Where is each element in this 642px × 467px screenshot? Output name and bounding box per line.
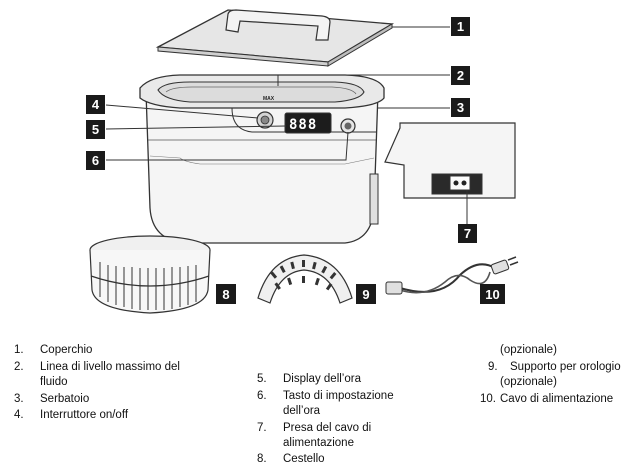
max-level-label: MAX (263, 96, 275, 102)
callout-1: 1 (451, 17, 470, 36)
leader-lines (105, 26, 468, 224)
svg-text:4: 4 (92, 97, 100, 112)
callout-2: 2 (451, 66, 470, 85)
svg-text:8: 8 (222, 287, 229, 302)
legend-number: 8. (257, 453, 267, 465)
legend-text: Tasto di impostazione (283, 390, 394, 402)
tank-illustration: MAX 888 (139, 74, 385, 244)
legend-text: Display dell’ora (283, 373, 361, 385)
leader-line-6 (106, 131, 349, 161)
svg-text:1: 1 (457, 19, 464, 34)
callout-6: 6 (86, 151, 105, 170)
legend-text-cont: dell’ora (283, 405, 321, 417)
lid-illustration (155, 9, 395, 67)
legend-number: 1. (14, 344, 24, 356)
legend-number: 2. (14, 361, 24, 373)
ultrasonic-cleaner-diagram: MAX 888 (86, 9, 519, 314)
legend-text: Coperchio (40, 344, 93, 356)
rear-panel-illustration (384, 122, 516, 199)
svg-text:7: 7 (464, 226, 471, 241)
legend-number: 4. (14, 409, 24, 421)
watch-holder-illustration (257, 254, 353, 304)
basket-illustration (89, 235, 211, 314)
legend-text: Interruttore on/off (40, 409, 129, 421)
legend-text: Supporto per orologio (510, 361, 621, 373)
legend-number: 7. (257, 422, 267, 434)
callout-5: 5 (86, 120, 105, 139)
callout-7: 7 (458, 224, 477, 243)
legend-text: Cavo di alimentazione (500, 393, 614, 405)
svg-text:3: 3 (457, 100, 464, 115)
power-cable-illustration (385, 256, 519, 295)
leader-line-5 (105, 125, 287, 130)
svg-text:6: 6 (92, 153, 99, 168)
legend-text: (opzionale) (500, 344, 557, 356)
callout-4: 4 (86, 95, 105, 114)
legend-text-cont: alimentazione (283, 437, 354, 449)
svg-text:10: 10 (485, 287, 499, 302)
legend-number: 5. (257, 373, 267, 385)
legend-text: Presa del cavo di (283, 422, 372, 434)
legend-text-cont: fluido (40, 376, 68, 388)
svg-text:2: 2 (457, 68, 464, 83)
legend-number: 9. (488, 361, 498, 373)
svg-text:5: 5 (92, 122, 99, 137)
legend-text: Cestello (283, 453, 325, 465)
display-digits: 888 (289, 117, 317, 133)
legend-number: 6. (257, 390, 267, 402)
svg-text:9: 9 (362, 287, 369, 302)
legend-number: 3. (14, 393, 24, 405)
legend-column-2: 5. Display dell’ora 6. Tasto di impostaz… (257, 372, 447, 467)
legend-text-cont: (opzionale) (500, 376, 557, 388)
legend-text: Serbatoio (40, 393, 90, 405)
legend-number: 10. (480, 393, 496, 405)
callout-8: 8 (216, 284, 236, 304)
leader-line-4 (105, 104, 259, 119)
legend-text: Linea di livello massimo del (40, 361, 180, 373)
callout-3: 3 (451, 98, 470, 117)
legend-column-3: (opzionale) 9. Supporto per orologio (op… (480, 343, 640, 413)
callout-9: 9 (356, 284, 376, 304)
legend-column-1: 1. Coperchio 2. Linea di livello massimo… (14, 343, 234, 421)
callout-10: 10 (480, 284, 505, 304)
